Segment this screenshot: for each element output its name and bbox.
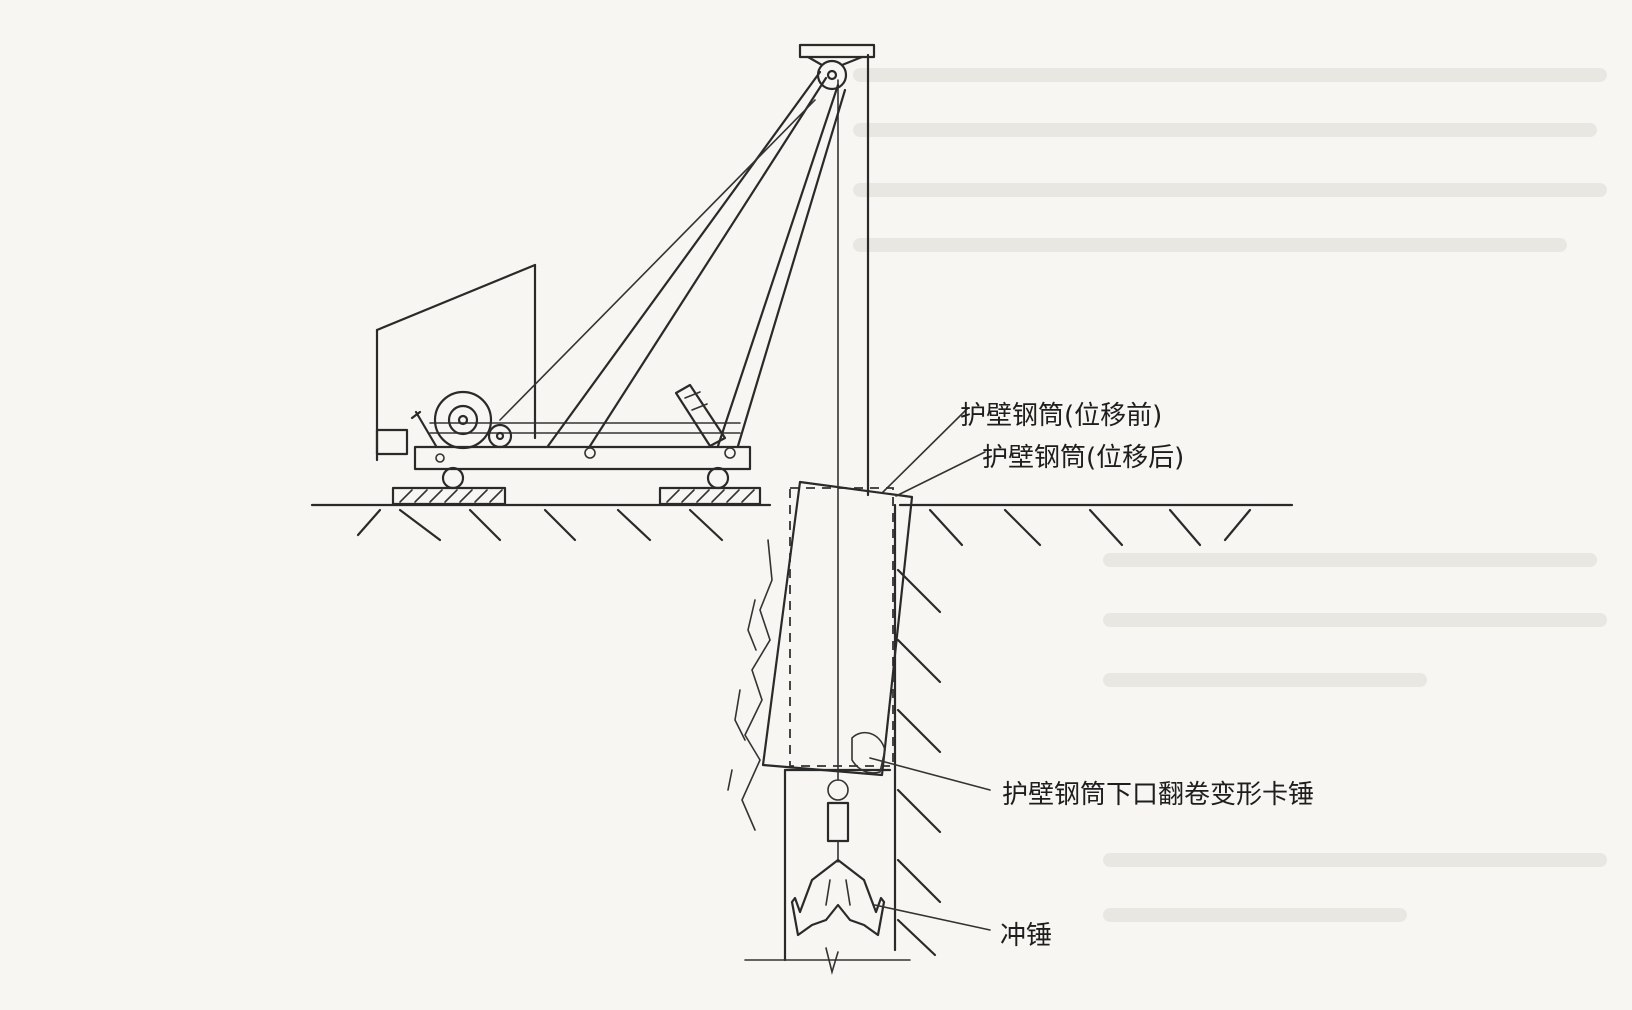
casing-after <box>761 480 914 777</box>
ground-surface <box>310 503 1294 547</box>
label-casing-before: 护壁钢筒(位移前) <box>960 401 1162 431</box>
cable-and-hammer <box>790 79 886 937</box>
casing-before-outline <box>789 487 894 767</box>
background-bleed-through <box>853 68 1607 922</box>
rig-frame <box>375 70 847 506</box>
mast <box>798 43 876 497</box>
leader-lines <box>869 407 991 931</box>
borehole <box>727 503 942 976</box>
label-casing-after: 护壁钢筒(位移后) <box>982 443 1184 473</box>
label-casing-deformation: 护壁钢筒下口翻卷变形卡锤 <box>1002 780 1314 810</box>
label-hammer: 冲锤 <box>1000 921 1052 951</box>
